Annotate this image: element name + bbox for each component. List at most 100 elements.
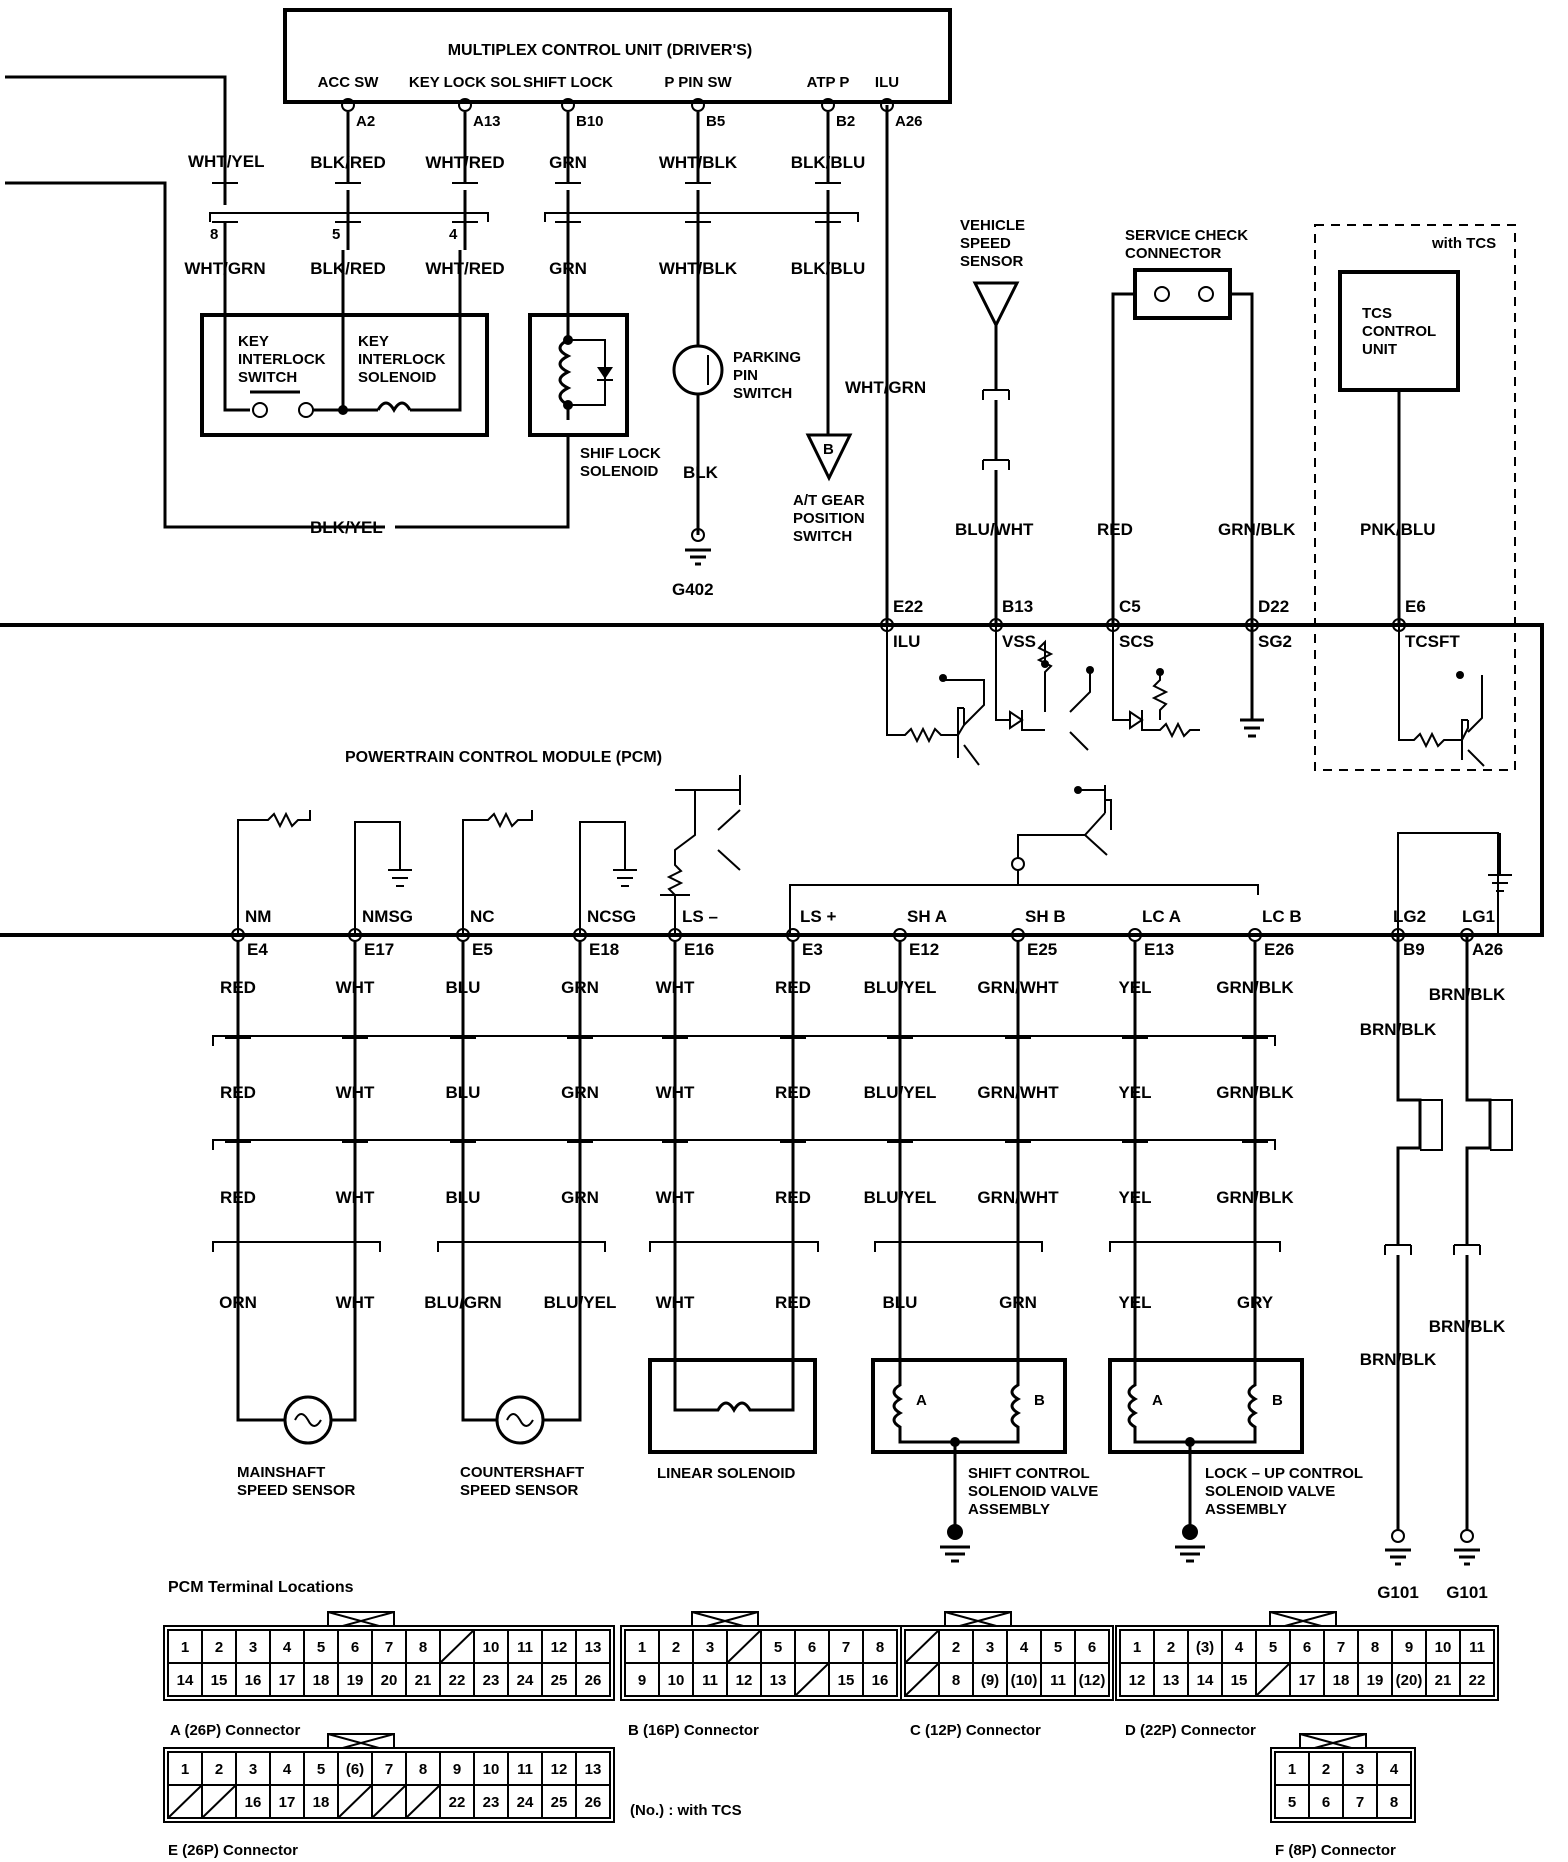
pcm-ground-name: LG1	[1462, 907, 1495, 926]
terminal-number: 26	[585, 1672, 602, 1689]
mcu-connector-left	[209, 212, 489, 222]
terminal-unused	[371, 1784, 407, 1819]
pcm-wire-color: GRN/BLK	[1216, 1083, 1294, 1102]
terminal-number: 23	[483, 1672, 500, 1689]
terminal-number: 25	[551, 1672, 568, 1689]
terminal-cell	[1459, 1662, 1495, 1697]
terminal-unused	[726, 1629, 762, 1664]
pcm-lower-pin-label: E13	[1144, 940, 1174, 959]
connector-label: E (26P) Connector	[168, 1842, 298, 1859]
pcm-connector-bracket	[212, 1035, 1276, 1046]
terminal-unused	[201, 1784, 237, 1819]
pcm-wire-color: GRN/BLK	[1216, 1188, 1294, 1207]
pcm-ground-wire-2: BRN/BLK	[1360, 1350, 1437, 1369]
pcm-ground-pin	[1460, 928, 1474, 942]
svg-text:LOCK – UP CONTROL: LOCK – UP CONTROL	[1205, 1465, 1363, 1482]
mcu-wire-top: WHT/BLK	[659, 153, 738, 172]
pcm-wire-color: BLU/YEL	[864, 1188, 937, 1207]
terminal-number: 15	[211, 1672, 228, 1689]
terminal-number: 12	[551, 1639, 568, 1656]
linear-solenoid: LINEAR SOLENOID	[648, 1285, 817, 1482]
shift-coil-b: B	[1034, 1392, 1045, 1409]
terminal-unused	[167, 1784, 203, 1819]
mcu-pin-label: B10	[576, 113, 604, 130]
terminal-number: 12	[736, 1672, 753, 1689]
pcm-lower-name: SH A	[907, 907, 947, 926]
terminal-number: 1	[1133, 1639, 1141, 1656]
terminal-number: 1	[638, 1639, 646, 1656]
terminal-cell	[1074, 1662, 1110, 1697]
pcm-wire-color: BLU	[446, 1083, 481, 1102]
terminal-number: 5	[1054, 1639, 1062, 1656]
pcm-wire-color: BLU	[446, 978, 481, 997]
pcm-wire-color: WHT	[656, 1188, 695, 1207]
terminal-number: 19	[1367, 1672, 1384, 1689]
terminal-cell	[1040, 1662, 1076, 1697]
terminal-cell	[692, 1662, 728, 1697]
terminal-number: 17	[279, 1672, 296, 1689]
pcm-ground-lines	[1384, 935, 1513, 1566]
tcs-label-2: CONTROL	[1362, 323, 1436, 340]
linear-solenoid-label: LINEAR SOLENOID	[657, 1465, 796, 1482]
terminal-number: 4	[283, 1639, 292, 1656]
terminal-number: 18	[313, 1672, 330, 1689]
at-gear-label-2: POSITION	[793, 510, 865, 527]
terminal-number: 8	[876, 1639, 884, 1656]
terminal-number: 6	[1322, 1794, 1330, 1811]
terminal-number: 16	[245, 1672, 262, 1689]
terminal-number: 25	[551, 1794, 568, 1811]
parking-wire-label: BLK	[683, 463, 719, 482]
terminal-number: 6	[1088, 1639, 1096, 1656]
mcu-pin-label: A2	[356, 113, 375, 130]
scs-label-2: CONNECTOR	[1125, 245, 1222, 262]
terminal-number: 6	[1303, 1639, 1311, 1656]
g402-node	[691, 528, 705, 542]
pcm-lower-name: LS +	[800, 907, 836, 926]
terminal-cell	[167, 1662, 203, 1697]
terminal-cell	[862, 1662, 898, 1697]
pcm-upper-pin-label: E22	[893, 597, 923, 616]
terminal-number: 3	[249, 1761, 257, 1778]
pcm-lower-pin-label: E12	[909, 940, 939, 959]
terminal-number: 2	[1167, 1639, 1175, 1656]
kis-coil	[376, 401, 412, 414]
vss-label-3: SENSOR	[960, 253, 1024, 270]
terminal-cell	[1323, 1662, 1359, 1697]
terminal-number: 5	[317, 1639, 325, 1656]
pcm-wire-color: RED	[220, 978, 256, 997]
pcm-wire-color: WHT	[656, 978, 695, 997]
mcu-wire-top: WHT/RED	[425, 153, 504, 172]
svg-text:SOLENOID VALVE: SOLENOID VALVE	[1205, 1483, 1335, 1500]
terminal-number: 2	[215, 1639, 223, 1656]
terminal-cell	[658, 1629, 694, 1664]
mcu-pin-label: A13	[473, 113, 501, 130]
wht-yel-wire	[5, 75, 227, 205]
sensor-connector-bracket	[874, 1241, 1043, 1252]
mcu-terminal-name: P PIN SW	[664, 74, 732, 91]
pcm-lower-name: NMSG	[362, 907, 413, 926]
pcm-lower-name: LC A	[1142, 907, 1181, 926]
shift-lock-label-2: SOLENOID	[580, 463, 659, 480]
terminal-number: 10	[483, 1639, 500, 1656]
pcm-upper-pin-label: E6	[1405, 597, 1426, 616]
parking-label-2: PIN	[733, 367, 758, 384]
terminal-number: 13	[585, 1639, 602, 1656]
terminal-cell	[575, 1751, 611, 1786]
pcm-ground-pin-label: B9	[1403, 940, 1425, 959]
terminal-number: 2	[672, 1639, 680, 1656]
pcm-wire-color: GRN/BLK	[1216, 978, 1294, 997]
terminal-cell	[828, 1662, 864, 1697]
terminal-cell	[1391, 1662, 1427, 1697]
terminal-cell	[405, 1751, 441, 1786]
pcm-upper-name: VSS	[1002, 632, 1036, 651]
terminal-number: 4	[1020, 1639, 1029, 1656]
sensor-connector-bracket	[212, 1241, 381, 1252]
terminal-number: 17	[1299, 1672, 1316, 1689]
terminal-cell	[235, 1784, 271, 1819]
mcu-terminal-name: SHIFT LOCK	[523, 74, 613, 91]
pcm-wire-color: BLU/YEL	[864, 978, 937, 997]
pcm-connector-bracket	[212, 1139, 1276, 1150]
